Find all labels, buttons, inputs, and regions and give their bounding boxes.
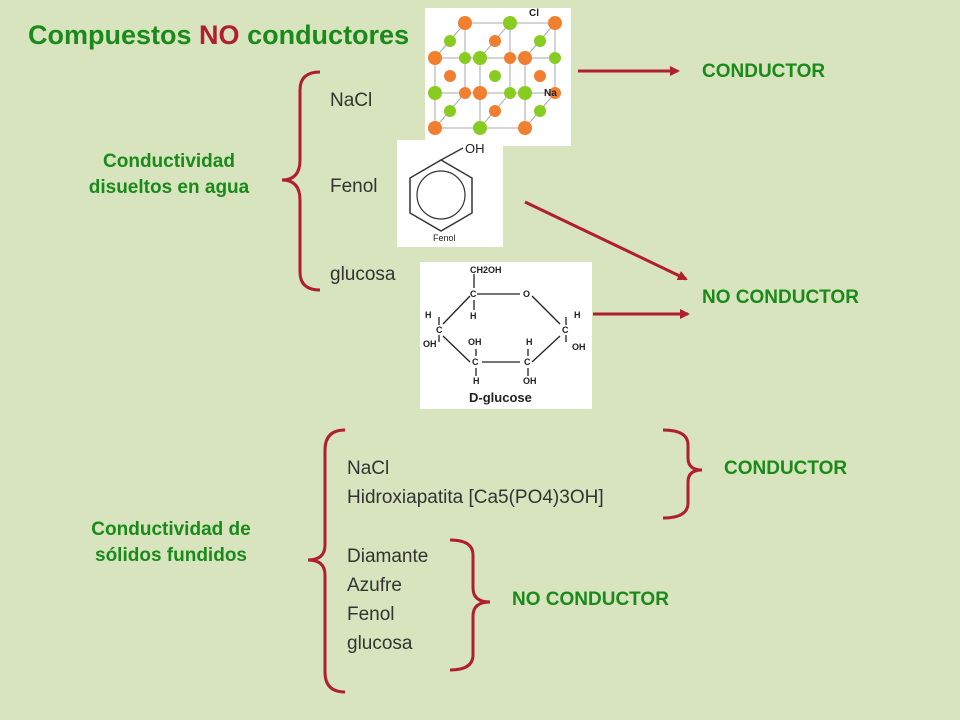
water-heading-line2: disueltos en agua bbox=[88, 177, 250, 198]
phenol-oh-label: OH bbox=[465, 141, 485, 156]
glucose-ring-drawing bbox=[438, 274, 567, 376]
glucose-oh4: OH bbox=[423, 339, 437, 349]
phenol-structure-image: OH Fenol bbox=[397, 140, 503, 247]
glucose-oh1: OH bbox=[572, 342, 586, 352]
water-result-conductor: CONDUCTOR bbox=[702, 61, 826, 82]
glucose-ch2oh: CH2OH bbox=[470, 265, 502, 275]
glucose-c5: C bbox=[470, 289, 477, 299]
glucose-ring-o: O bbox=[523, 289, 531, 299]
water-section-brace bbox=[281, 70, 321, 292]
title-suffix: conductores bbox=[247, 20, 410, 50]
phenol-caption: Fenol bbox=[433, 233, 456, 243]
glucose-oh3: OH bbox=[468, 337, 482, 347]
glucose-c2: C bbox=[524, 357, 531, 367]
molten-heading-line1: Conductividad de bbox=[91, 519, 251, 540]
phenol-to-non-conductor-arrow bbox=[524, 200, 688, 281]
molten-item-azufre: Azufre bbox=[347, 575, 402, 596]
molten-section-heading: Conductividad de sólidos fundidos bbox=[60, 517, 282, 569]
glucose-structure-image: CH2OH C O H C H C H OH OH H C OH C H OH … bbox=[420, 262, 592, 409]
nacl-crystal-image: Cl Na bbox=[425, 8, 571, 146]
glucose-caption: D-glucose bbox=[469, 390, 532, 405]
nacl-lattice-drawing bbox=[428, 16, 562, 135]
molten-item-fenol: Fenol bbox=[347, 604, 395, 625]
glucose-h5: H bbox=[470, 311, 477, 321]
glucose-c1: C bbox=[562, 325, 569, 335]
molten-conductor-brace bbox=[662, 428, 703, 520]
molten-heading-line2: sólidos fundidos bbox=[95, 545, 247, 566]
glucose-h2: H bbox=[526, 337, 533, 347]
nacl-label-na: Na bbox=[544, 88, 557, 99]
molten-result-conductor: CONDUCTOR bbox=[724, 458, 848, 479]
glucose-c3: C bbox=[472, 357, 479, 367]
page-title: Compuestos NO conductores bbox=[28, 20, 409, 51]
glucose-h3: H bbox=[473, 376, 480, 386]
water-item-nacl: NaCl bbox=[330, 90, 373, 111]
molten-item-glucosa: glucosa bbox=[347, 633, 413, 654]
glucose-oh2: OH bbox=[523, 376, 537, 386]
water-item-glucosa: glucosa bbox=[330, 264, 396, 285]
water-heading-line1: Conductividad bbox=[103, 151, 235, 172]
glucose-h4: H bbox=[425, 310, 432, 320]
title-highlight: NO bbox=[199, 20, 240, 50]
water-result-non-conductor: NO CONDUCTOR bbox=[702, 287, 859, 308]
molten-section-brace bbox=[307, 428, 346, 694]
nacl-label-cl: Cl bbox=[529, 8, 539, 19]
glucose-h1: H bbox=[574, 310, 581, 320]
phenol-ring-drawing bbox=[409, 147, 473, 232]
glucose-c4: C bbox=[436, 325, 443, 335]
water-item-fenol: Fenol bbox=[330, 176, 378, 197]
molten-result-non-conductor: NO CONDUCTOR bbox=[512, 589, 669, 610]
title-prefix: Compuestos bbox=[28, 20, 192, 50]
water-section-heading: Conductividad disueltos en agua bbox=[58, 149, 280, 201]
molten-item-diamante: Diamante bbox=[347, 546, 429, 567]
molten-item-hidroxiapatita: Hidroxiapatita [Ca5(PO4)3OH] bbox=[347, 487, 604, 508]
molten-non-conductor-brace bbox=[449, 538, 491, 672]
molten-item-nacl: NaCl bbox=[347, 458, 390, 479]
